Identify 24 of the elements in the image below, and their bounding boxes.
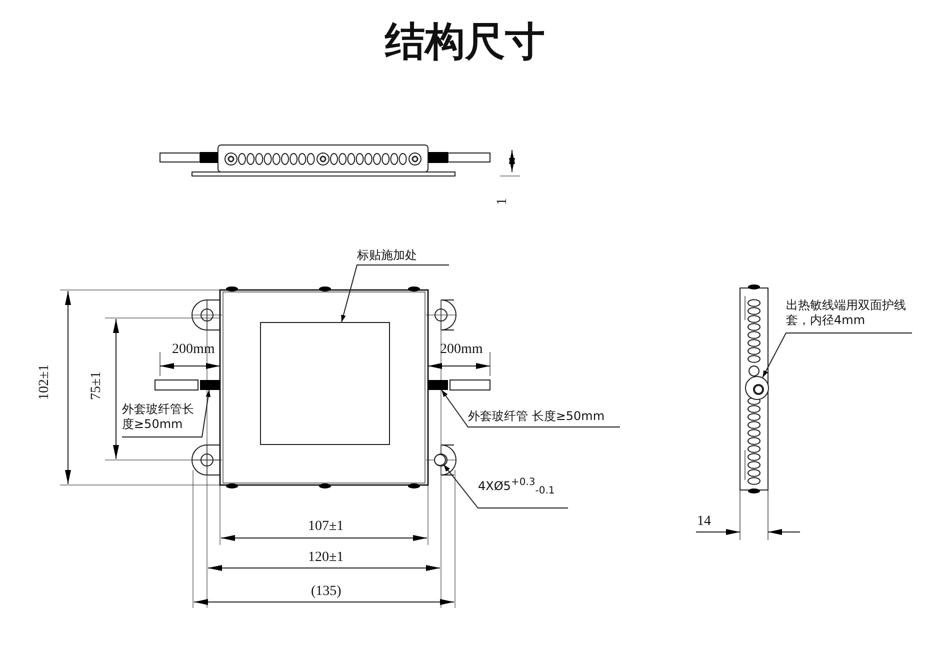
leader-note: 标贴施加处 — [357, 248, 449, 263]
dimension-value: 102±1 — [38, 364, 52, 400]
cable-grommet — [745, 376, 769, 400]
leader-line — [341, 264, 450, 322]
dimension-value: 14 — [697, 515, 711, 529]
dimension-value: (135) — [311, 585, 342, 599]
fiberglass-sleeve — [428, 380, 448, 390]
dimension-value: 120±1 — [308, 551, 344, 565]
label-area — [260, 322, 390, 445]
page-title: 结构尺寸 — [384, 18, 546, 67]
leader-line — [443, 464, 568, 508]
dimension-value: 1 — [496, 198, 510, 205]
dimension-value: 75±1 — [90, 371, 104, 400]
dimension-value: 200mm — [172, 343, 215, 357]
leader-line — [762, 332, 912, 378]
mounting-hole — [434, 454, 446, 466]
leader-note: 外套玻纤管 长度≥50mm — [468, 409, 620, 424]
dimension-value: 107±1 — [308, 520, 344, 534]
leader-line — [441, 390, 620, 428]
leader-line — [122, 390, 211, 438]
fiberglass-sleeve — [200, 380, 220, 390]
leader-note: 外套玻纤管长度≥50mm — [122, 402, 202, 432]
leader-note: 出热敏线端用双面护线套，内径4mm — [786, 298, 912, 328]
dimension-value: 200mm — [440, 343, 483, 357]
